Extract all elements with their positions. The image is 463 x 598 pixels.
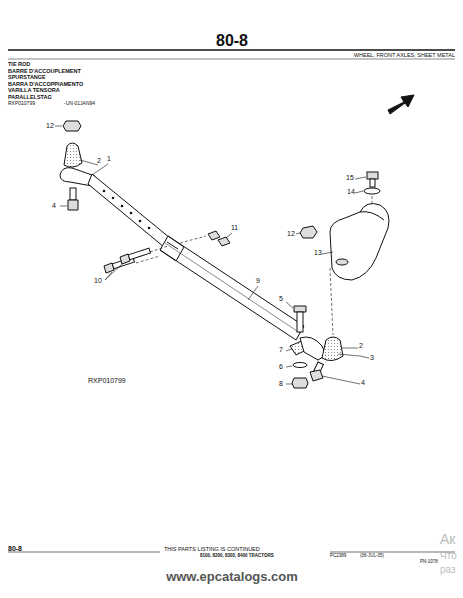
callout-number: 6 — [279, 363, 283, 371]
callout-number: 9 — [256, 277, 260, 285]
part-name: BARRA D'ACCOPPIAMENTO — [8, 81, 83, 87]
part-name: BARRE D'ACCOUPLEMENT — [8, 68, 81, 74]
callout-number: 10 — [94, 277, 102, 285]
continued-note: THIS PARTS LISTING IS CONTINUED — [164, 546, 260, 552]
callout-number: 13 — [314, 249, 322, 257]
callout-number: 1 — [107, 155, 111, 163]
callout-number: 14 — [347, 188, 355, 196]
callout-number: 7 — [279, 346, 283, 354]
callout-number: 2 — [97, 157, 101, 165]
callout-number: 5 — [279, 295, 283, 303]
figure-date: -UN-01JAN94 — [64, 101, 95, 107]
watermark: Что — [440, 550, 457, 561]
part-name: TIE ROD — [8, 61, 30, 67]
callout-number: 8 — [279, 380, 283, 388]
callout-number: 4 — [361, 379, 365, 387]
model-list: 8100, 8200, 8300, 8400 TRACTORS — [200, 554, 274, 559]
figure-code: RXP010799 — [88, 377, 126, 385]
figure-code: RXP010799 — [8, 101, 35, 107]
page-code: PN-1078 — [420, 560, 438, 565]
watermark: раз — [440, 564, 456, 575]
watermark: www.epcatalogs.com — [166, 570, 298, 584]
callout-number: 12 — [287, 230, 295, 238]
callout-number: 2 — [359, 342, 363, 350]
callout-number: 4 — [52, 202, 56, 210]
part-name: VARILLA TENSORA — [8, 87, 60, 93]
publication-code: PC2389 — [330, 554, 346, 559]
watermark: Ак — [440, 532, 455, 547]
callout-number: 3 — [370, 354, 374, 362]
page-number-title: 80-8 — [216, 32, 248, 50]
section-heading: WHEEL, FRONT AXLES, SHEET METAL — [354, 52, 455, 58]
part-name: PARALLELSTAG — [8, 94, 52, 100]
callout-number: 12 — [46, 122, 54, 130]
publication-date: (06-JUL-05) — [360, 554, 384, 559]
part-name: SPURSTANGE — [8, 74, 46, 80]
callout-number: 15 — [346, 174, 354, 182]
page-number: 80-8 — [8, 545, 22, 553]
callout-number: 11 — [231, 224, 238, 232]
